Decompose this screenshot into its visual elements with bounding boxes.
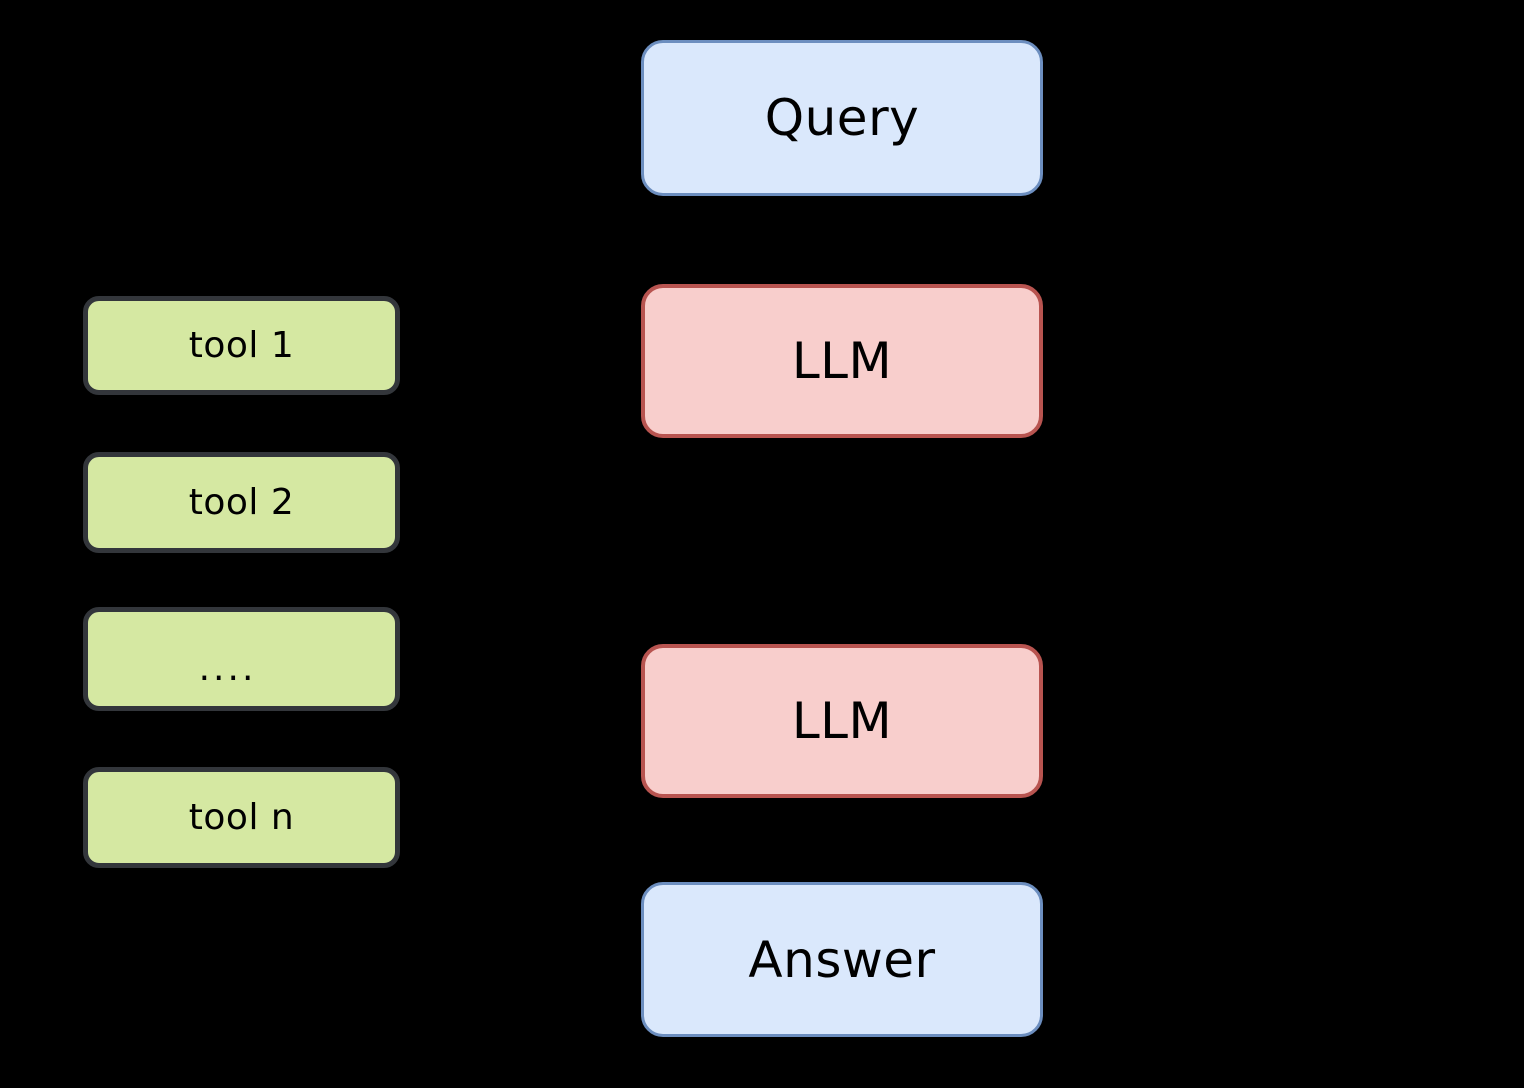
tool-node-1-label: tool 1: [188, 324, 295, 366]
tool-node-ellipsis[interactable]: ....: [83, 607, 400, 711]
tool-node-2[interactable]: tool 2: [83, 452, 400, 553]
llm-node-1[interactable]: LLM: [641, 284, 1043, 438]
tool-node-2-label: tool 2: [188, 481, 295, 523]
tool-node-1[interactable]: tool 1: [83, 296, 400, 395]
llm-node-2-label: LLM: [791, 692, 893, 750]
tool-node-n-label: tool n: [188, 796, 295, 838]
query-node-label: Query: [764, 89, 920, 147]
llm-node-2[interactable]: LLM: [641, 644, 1043, 798]
answer-node[interactable]: Answer: [641, 882, 1043, 1037]
tool-node-ellipsis-label: ....: [198, 648, 257, 689]
query-node[interactable]: Query: [641, 40, 1043, 196]
llm-node-1-label: LLM: [791, 332, 893, 390]
answer-node-label: Answer: [748, 930, 936, 989]
tool-node-n[interactable]: tool n: [83, 767, 400, 868]
